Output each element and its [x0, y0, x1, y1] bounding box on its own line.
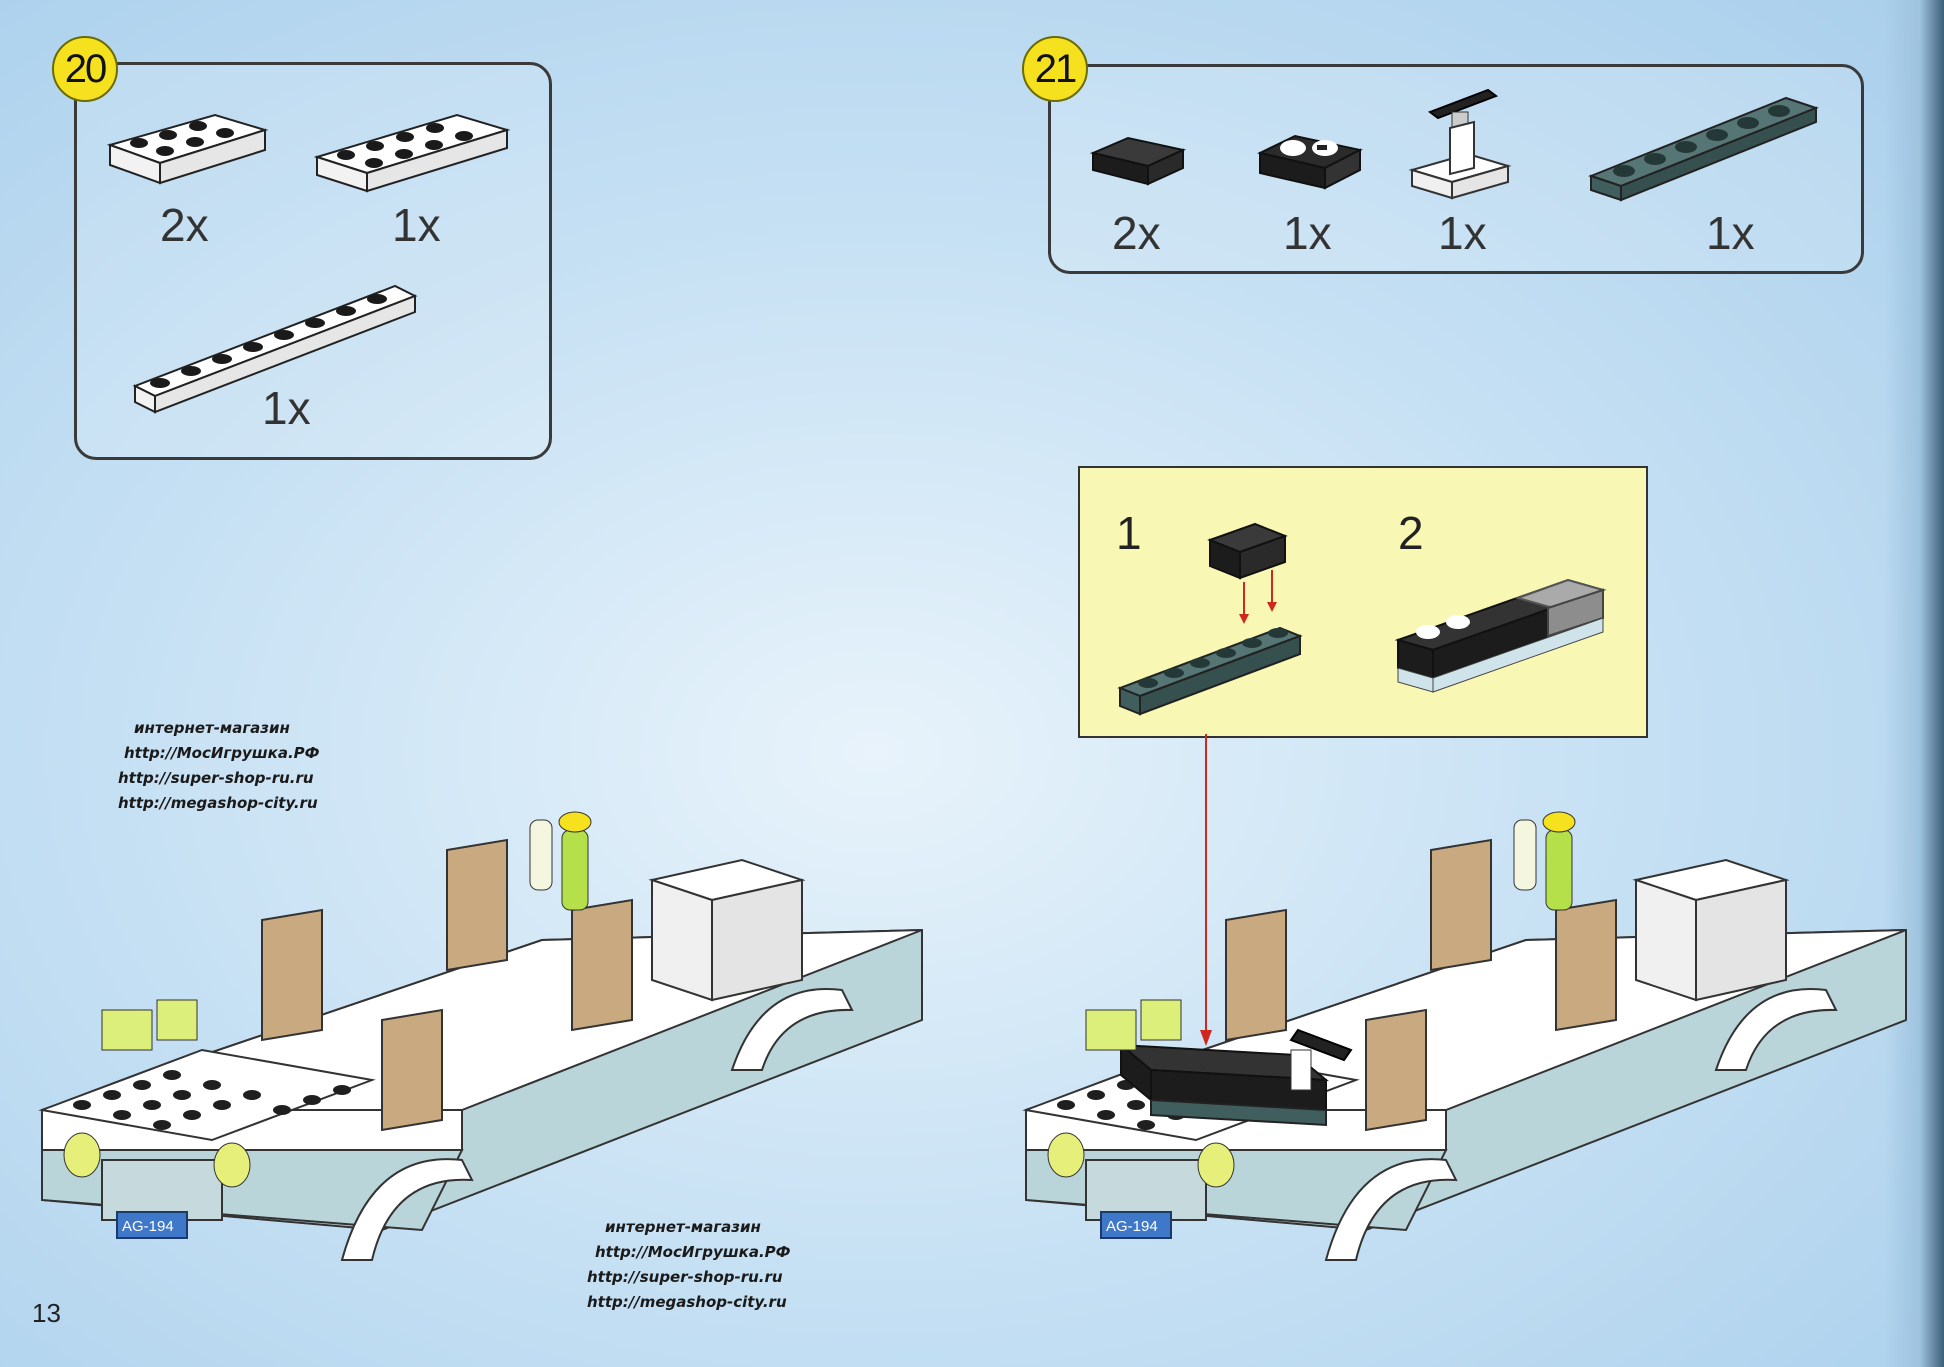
license-plate-text: AG-194: [122, 1218, 174, 1235]
license-plate-text: AG-194: [1106, 1218, 1158, 1235]
plate-2x3-white-icon: [106, 113, 269, 185]
substep-2-illustration: [1394, 578, 1607, 693]
watermark-line: http://super-shop-ru.ru: [118, 769, 314, 787]
slope-black-icon: [1089, 136, 1187, 186]
shop-watermark-center: интернет-магазин http://МосИгрушка.РФ ht…: [587, 1215, 791, 1315]
plate-2x4-white-icon: [313, 113, 511, 193]
car-assembly-after: AG-194: [1022, 811, 1907, 1261]
callout-pointer-arrow: [1200, 734, 1212, 1046]
part-qty: 1x: [1438, 207, 1487, 259]
step-21-badge: 21: [1022, 36, 1088, 102]
watermark-line: http://megashop-city.ru: [118, 794, 318, 812]
watermark-line: http://super-shop-ru.ru: [587, 1268, 783, 1286]
part-qty: 2x: [160, 199, 209, 251]
car-assembly-before: AG-194: [38, 811, 923, 1261]
shop-watermark-left: интернет-магазин http://МосИгрушка.РФ ht…: [118, 716, 320, 816]
step-20-badge: 20: [52, 36, 118, 102]
page-number: 13: [32, 1298, 61, 1328]
dashboard-gauges-icon: [1257, 134, 1363, 190]
watermark-line: http://МосИгрушка.РФ: [124, 744, 320, 762]
page-binding-shadow: [1884, 0, 1944, 1367]
watermark-line: интернет-магазин: [605, 1218, 761, 1236]
plate-1x8-white-icon: [132, 284, 418, 414]
part-qty: 2x: [1112, 207, 1161, 259]
part-qty: 1x: [1283, 207, 1332, 259]
part-qty: 1x: [392, 199, 441, 251]
subassembly-callout: 1 2: [1078, 466, 1648, 738]
part-qty: 1x: [1706, 207, 1755, 259]
plate-1x6-teal-icon: [1588, 96, 1819, 202]
part-qty: 1x: [262, 382, 311, 434]
substep-1-number: 1: [1116, 507, 1142, 559]
substep-2-number: 2: [1398, 507, 1424, 559]
watermark-line: интернет-магазин: [134, 719, 290, 737]
substep-1-illustration: [1117, 522, 1303, 716]
steering-wheel-stand-icon: [1408, 88, 1512, 200]
watermark-line: http://МосИгрушка.РФ: [595, 1243, 791, 1261]
watermark-line: http://megashop-city.ru: [587, 1293, 787, 1311]
